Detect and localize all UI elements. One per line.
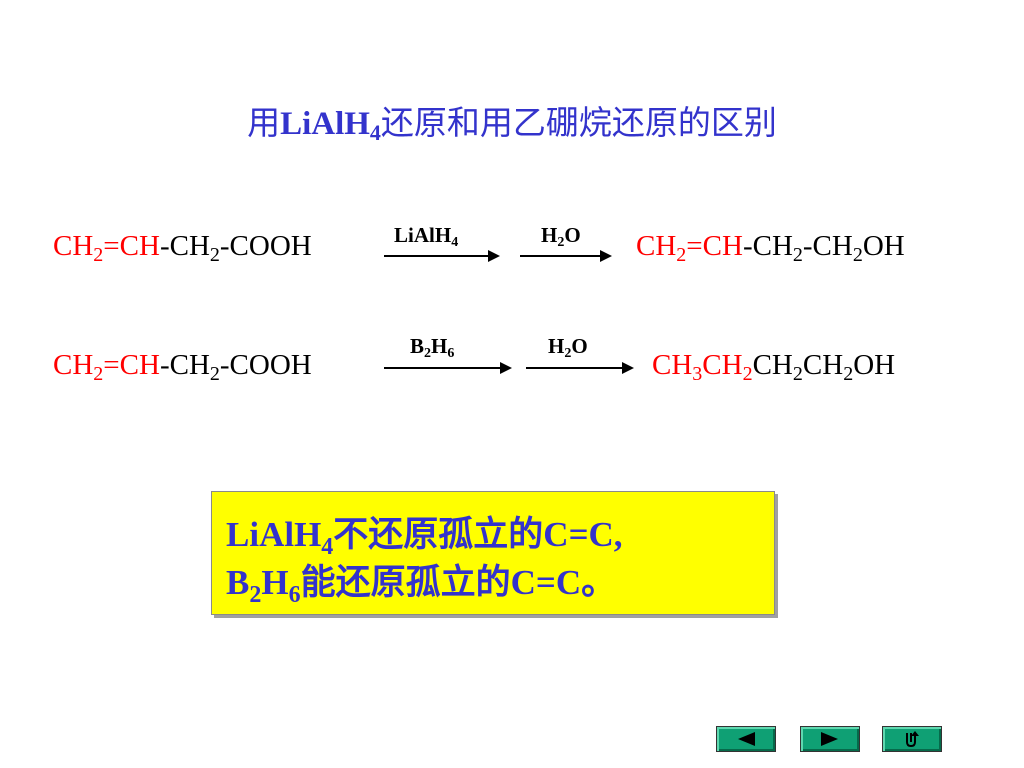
r1-reactant-c-sub: 2	[209, 244, 220, 266]
reaction1-arrow2	[520, 250, 612, 262]
r2-reactant-ch2: CH2=CH	[53, 349, 160, 385]
note-line-1: LiAlH4不还原孤立的C=C,	[226, 515, 623, 560]
nav-prev-button[interactable]	[716, 726, 776, 752]
reaction2-reagent1: B2H6	[410, 334, 455, 361]
note-line-2: B2H6能还原孤立的C=C。	[226, 563, 617, 608]
title-suffix: 还原和用乙硼烷还原的区别	[380, 103, 777, 142]
r1-reactant-c: -CH	[159, 230, 210, 262]
r2-product-red-part: CH3CH2	[652, 349, 753, 385]
reaction2-product: CH3CH2CH2CH2OH	[652, 349, 896, 385]
reaction1-reactant: CH2=CH-CH2-COOH	[53, 230, 312, 266]
reaction2-arrow2	[526, 362, 634, 374]
reaction1-arrow1	[384, 250, 500, 262]
triangle-left-icon	[738, 732, 755, 746]
reaction2-reagent2: H2O	[548, 334, 588, 361]
title-prefix: 用	[247, 103, 281, 142]
title-reagent-text: LiAlH	[280, 106, 370, 142]
reaction1-reagent1: LiAlH4	[394, 223, 459, 250]
nav-next-button[interactable]	[800, 726, 860, 752]
return-icon	[906, 731, 919, 748]
nav-return-button[interactable]	[882, 726, 942, 752]
reaction1-reagent2: H2O	[541, 223, 581, 250]
r1-product-ch2: CH2=CH	[636, 230, 743, 266]
title-reagent: LiAlH4	[280, 106, 381, 145]
reaction2-arrow1	[384, 362, 512, 374]
reaction1-product: CH2=CH-CH2-CH2OH	[636, 230, 905, 266]
slide-title: 用LiAlH4还原和用乙硼烷还原的区别	[0, 96, 1024, 146]
r1-reactant-d: -COOH	[219, 230, 312, 262]
note-box: LiAlH4不还原孤立的C=C, B2H6能还原孤立的C=C。	[211, 491, 775, 615]
triangle-right-icon	[821, 732, 838, 746]
r1-reactant-ch2: CH2=CH	[53, 230, 160, 266]
reaction2-reactant: CH2=CH-CH2-COOH	[53, 349, 312, 385]
title-reagent-sub: 4	[369, 120, 381, 145]
